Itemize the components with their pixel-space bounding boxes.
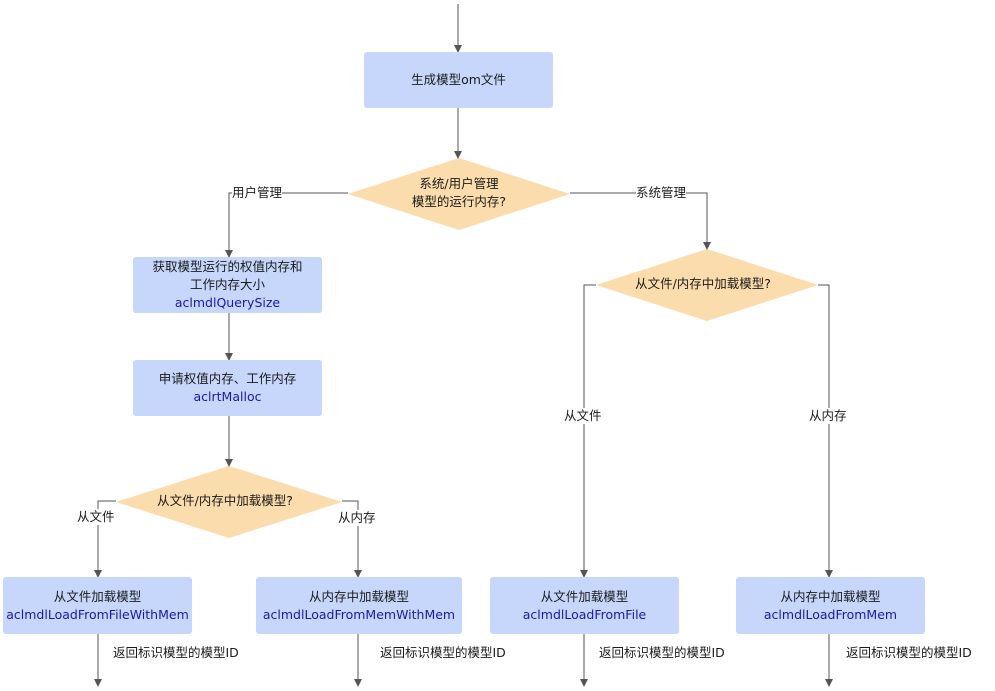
decision-right-text: 从文件/内存中加载模型?	[635, 276, 771, 291]
load-mem-mem-box: 从内存中加载模型 aclmdlLoadFromMemWithMem	[256, 577, 462, 634]
load-mem-mem-api: aclmdlLoadFromMemWithMem	[262, 606, 456, 622]
edge-user-manage	[225, 192, 348, 258]
load-file-mem-api: aclmdlLoadFromFileWithMem	[6, 606, 189, 622]
label-return-id-1: 返回标识模型的模型ID	[113, 645, 239, 661]
label-left-from-file: 从文件	[77, 509, 115, 525]
load-file-api: aclmdlLoadFromFile	[522, 606, 647, 622]
label-user-manage: 用户管理	[232, 185, 283, 201]
decision-manage-line1: 系统/用户管理	[419, 176, 499, 191]
edge-right-from-mem	[818, 284, 833, 578]
edge-system-manage	[570, 192, 711, 250]
label-left-from-mem: 从内存	[338, 510, 376, 526]
load-mem-box: 从内存中加载模型 aclmdlLoadFromMem	[736, 577, 925, 634]
label-return-id-2: 返回标识模型的模型ID	[380, 645, 506, 661]
malloc-line1: 申请权值内存、工作内存	[158, 371, 297, 386]
label-right-from-file: 从文件	[564, 408, 602, 424]
generate-om-box: 生成模型om文件	[364, 52, 553, 108]
decision-manage-text: 系统/用户管理 模型的运行内存?	[412, 175, 506, 211]
query-size-line1: 获取模型运行的权值内存和	[152, 259, 303, 274]
edge-left-from-mem	[342, 500, 362, 578]
label-system-manage: 系统管理	[636, 185, 687, 201]
edge-left-from-file	[94, 500, 116, 578]
load-file-mem-line1: 从文件加载模型	[53, 588, 142, 604]
label-right-from-mem: 从内存	[809, 408, 847, 424]
load-mem-line1: 从内存中加载模型	[780, 588, 881, 604]
decision-manage-diamond	[348, 158, 570, 230]
decision-manage-line2: 模型的运行内存?	[411, 194, 507, 209]
label-return-id-3: 返回标识模型的模型ID	[599, 645, 725, 661]
load-mem-mem-line1: 从内存中加载模型	[308, 588, 409, 604]
edge-right-from-file	[580, 284, 596, 578]
decision-left-diamond	[116, 466, 342, 538]
query-size-box: 获取模型运行的权值内存和 工作内存大小 aclmdlQuerySize	[133, 257, 322, 313]
query-size-line2: 工作内存大小	[189, 277, 265, 292]
load-file-line1: 从文件加载模型	[540, 588, 629, 604]
generate-om-text: 生成模型om文件	[411, 72, 506, 87]
load-file-mem-box: 从文件加载模型 aclmdlLoadFromFileWithMem	[3, 577, 192, 634]
malloc-api: aclrtMalloc	[193, 389, 262, 404]
load-file-box: 从文件加载模型 aclmdlLoadFromFile	[490, 577, 679, 634]
load-mem-api: aclmdlLoadFromMem	[763, 606, 898, 622]
decision-right-diamond	[596, 249, 818, 321]
malloc-box: 申请权值内存、工作内存 aclrtMalloc	[133, 360, 322, 416]
label-return-id-4: 返回标识模型的模型ID	[846, 645, 972, 661]
query-size-api: aclmdlQuerySize	[174, 295, 281, 310]
decision-left-text: 从文件/内存中加载模型?	[157, 493, 293, 508]
